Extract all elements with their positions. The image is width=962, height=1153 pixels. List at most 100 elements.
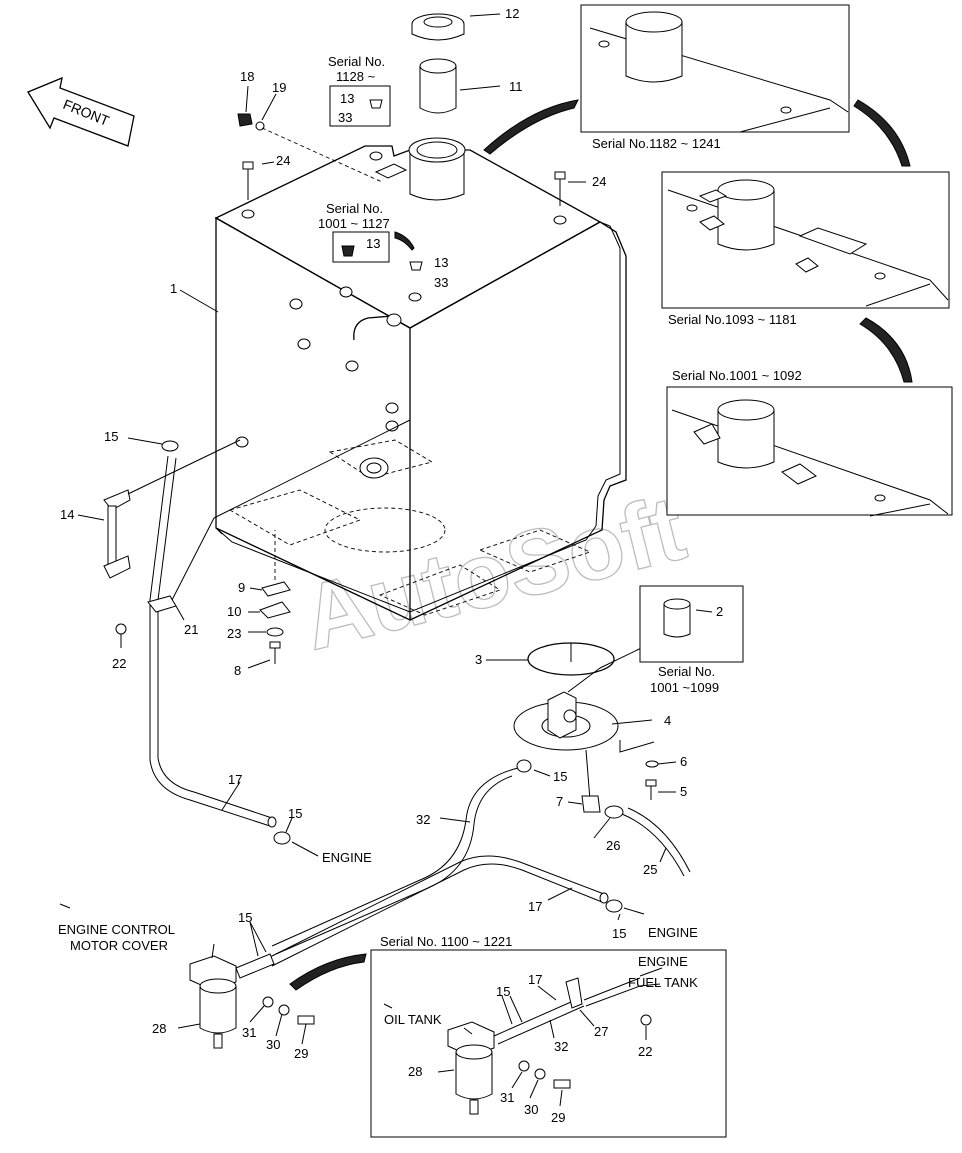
callout-31b: 31 — [500, 1090, 514, 1105]
note-engine-control-line2: MOTOR COVER — [70, 938, 168, 953]
notes: ENGINE ENGINE ENGINE FUEL TANK OIL TANK … — [58, 850, 698, 1027]
serial-1001-1099-line2: 1001 ~1099 — [650, 680, 719, 695]
callout-13c: 13 — [434, 255, 448, 270]
hose-17-left — [149, 440, 277, 828]
serial-1100-1221: Serial No. 1100 ~ 1221 — [380, 934, 512, 949]
callout-12: 12 — [505, 6, 519, 21]
note-engine-1: ENGINE — [322, 850, 372, 865]
callout-22b: 22 — [638, 1044, 652, 1059]
serial-1001-1099-box — [639, 585, 744, 663]
variant-panel-1182-1241 — [580, 4, 850, 133]
variant-arrow-2 — [853, 99, 911, 167]
serial-labels: Serial No. 1128 ~ Serial No. 1001 ~ 1127… — [318, 54, 802, 949]
callout-24a: 24 — [276, 153, 290, 168]
level-gauge — [103, 439, 241, 579]
callout-27: 27 — [594, 1024, 608, 1039]
callout-17b: 17 — [528, 899, 542, 914]
callout-33b: 33 — [434, 275, 448, 290]
clamp-21 — [147, 419, 411, 613]
strainer — [419, 58, 457, 114]
callout-32b: 32 — [554, 1039, 568, 1054]
callout-5: 5 — [680, 784, 687, 799]
callout-32a: 32 — [416, 812, 430, 827]
filter-2 — [663, 598, 691, 638]
callout-3: 3 — [475, 652, 482, 667]
serial-1001-1127-box — [332, 231, 390, 263]
bolt-24-left — [242, 161, 254, 200]
tank-cap — [411, 13, 465, 41]
callout-26: 26 — [606, 838, 620, 853]
variant-arrow-4 — [289, 953, 367, 991]
watermark: AutoSoft — [293, 477, 694, 670]
serial-1001-1092: Serial No.1001 ~ 1092 — [672, 368, 802, 383]
callout-11: 11 — [509, 79, 523, 94]
callout-31a: 31 — [242, 1025, 256, 1040]
callout-28a: 28 — [152, 1021, 166, 1036]
callout-2: 2 — [716, 604, 723, 619]
callout-13a: 13 — [340, 91, 354, 106]
callout-30b: 30 — [524, 1102, 538, 1117]
hose-32 — [271, 767, 519, 955]
callout-15c: 15 — [553, 769, 567, 784]
callout-18: 18 — [240, 69, 254, 84]
variant-arrow-3 — [859, 317, 913, 383]
plug-18 — [237, 113, 383, 183]
callout-15e: 15 — [238, 910, 252, 925]
note-engine-2: ENGINE — [648, 925, 698, 940]
callout-15d: 15 — [612, 926, 626, 941]
callout-19: 19 — [272, 80, 286, 95]
callout-29a: 29 — [294, 1046, 308, 1061]
callout-4: 4 — [664, 713, 671, 728]
callout-29b: 29 — [551, 1110, 565, 1125]
callout-28b: 28 — [408, 1064, 422, 1079]
serial-1001-1099-line1: Serial No. — [658, 664, 715, 679]
callout-23: 23 — [227, 626, 241, 641]
variant-panel-1093-1181 — [661, 171, 950, 309]
suction-flange-4 — [513, 639, 659, 751]
serial-1128-line2: 1128 ~ — [336, 69, 376, 84]
fitting-7 — [581, 749, 691, 877]
variant-arrow-1 — [483, 99, 579, 155]
callout-8: 8 — [234, 663, 241, 678]
callout-10: 10 — [227, 604, 241, 619]
leader-lines — [59, 13, 713, 1107]
bracket-stack — [259, 530, 291, 664]
callout-numbers: 12 11 18 19 13 33 24 24 13 13 33 1 15 14… — [60, 6, 723, 1125]
callout-9: 9 — [238, 580, 245, 595]
note-engine-3: ENGINE — [638, 954, 688, 969]
callout-30a: 30 — [266, 1037, 280, 1052]
serial-1100-1221-box — [370, 949, 727, 1138]
serial-1182-1241: Serial No.1182 ~ 1241 — [592, 136, 721, 151]
callout-33a: 33 — [338, 110, 352, 125]
callout-7: 7 — [556, 794, 563, 809]
callout-25: 25 — [643, 862, 657, 877]
serial-1001-1127-line2: 1001 ~ 1127 — [318, 216, 390, 231]
serial-1128-line1: Serial No. — [328, 54, 385, 69]
callout-22a: 22 — [112, 656, 126, 671]
note-oil-tank: OIL TANK — [384, 1012, 442, 1027]
note-fuel-tank: FUEL TANK — [628, 975, 698, 990]
inset-separator — [447, 977, 652, 1115]
hose-17-mid — [267, 855, 623, 967]
clamp-15-c — [516, 759, 532, 773]
callout-15a: 15 — [104, 429, 118, 444]
water-separator-28 — [189, 953, 315, 1049]
clamp-15-b — [273, 831, 291, 845]
callout-17a: 17 — [228, 772, 242, 787]
fuel-tank-body — [214, 137, 627, 622]
callout-17c: 17 — [528, 972, 542, 987]
serial-1093-1181: Serial No.1093 ~ 1181 — [668, 312, 797, 327]
callout-13b: 13 — [366, 236, 380, 251]
front-arrow-icon: FRONT — [27, 76, 135, 147]
bolt-24-right — [554, 171, 566, 206]
callout-1: 1 — [170, 281, 177, 296]
callout-21: 21 — [184, 622, 198, 637]
callout-15b: 15 — [288, 806, 302, 821]
callout-15f: 15 — [496, 984, 510, 999]
nut-22 — [115, 623, 127, 635]
callout-24b: 24 — [592, 174, 606, 189]
variant-panel-1001-1092 — [666, 386, 953, 517]
callout-6: 6 — [680, 754, 687, 769]
serial-1001-1127-line1: Serial No. — [326, 201, 383, 216]
